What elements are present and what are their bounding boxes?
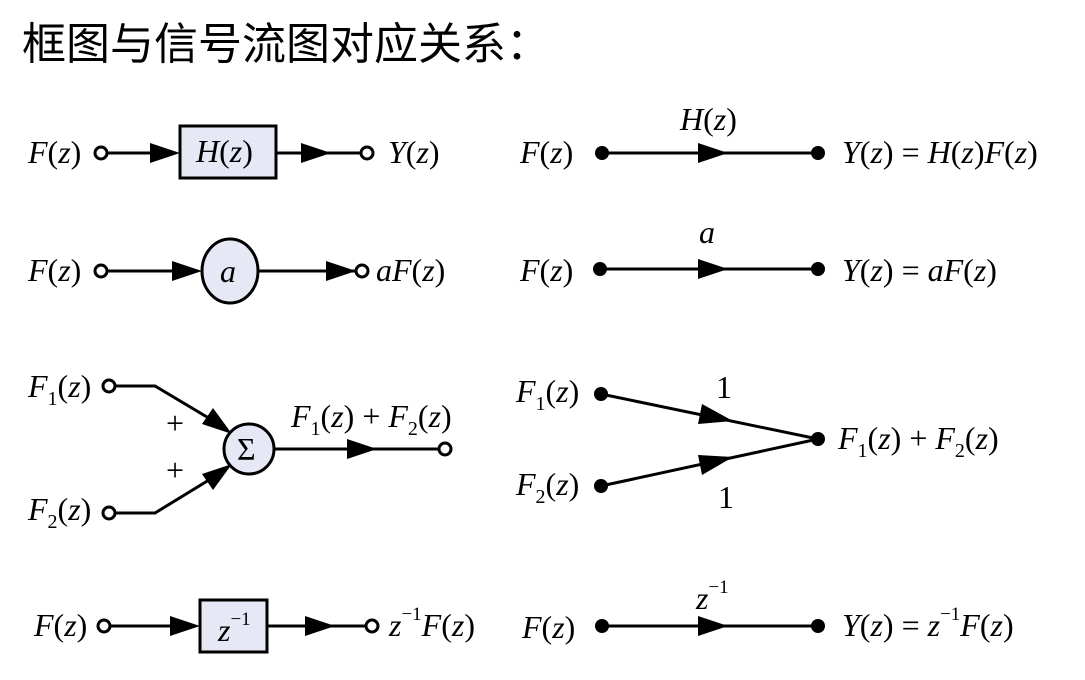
row-3-sfg-arrow-1 [698, 404, 733, 424]
row-2-block-out-arrow [326, 261, 356, 281]
row-3-sfg-output-label: F1(z) + F2(z) [837, 420, 999, 462]
row-1-sfg-input-label: F(z) [519, 134, 573, 170]
row-1-sfg-output-label: Y(z) = H(z)F(z) [842, 134, 1038, 170]
row-2-sfg-input-label: F(z) [519, 252, 573, 288]
row-3-block-input-2-label: F2(z) [27, 491, 91, 533]
row-4-block-out-arrow [305, 616, 335, 636]
row-3-block-diagram: F1(z) + F2(z) + Σ F1(z) + F2(z) [27, 368, 453, 533]
row-3-block-input-1-port [101, 378, 117, 394]
row-4-sfg-arrow [698, 616, 728, 636]
row-4-block-output-label: z−1F(z) [388, 604, 475, 643]
row-3-block-in-2-arrow [202, 464, 232, 490]
row-4-block-input-port [96, 618, 112, 634]
row-4-sfg-input-label: F(z) [521, 609, 575, 645]
row-3-sfg-arrow-2 [698, 455, 733, 475]
row-1-block-output-label: Y(z) [388, 134, 440, 170]
row-2-sfg-gain-label: a [699, 214, 715, 250]
row-1-block-diagram: F(z) H(z) Y(z) [27, 124, 440, 180]
row-4-sfg-output-label: Y(z) = z−1F(z) [842, 604, 1014, 643]
row-3-signal-flow: F1(z) 1 F2(z) 1 F1(z) + F2(z) [515, 369, 999, 515]
row-4-signal-flow: F(z) z−1 Y(z) = z−1F(z) [521, 577, 1014, 645]
row-4-sfg-output-node [811, 619, 825, 633]
row-1-transfer-block [178, 124, 278, 180]
row-3-block-out-arrow [347, 439, 377, 459]
row-3-block-sign-1: + [166, 405, 184, 441]
row-2-sfg-output-label: Y(z) = aF(z) [842, 252, 997, 288]
row-1-block-output-port [359, 145, 375, 161]
row-2-sfg-output-node [811, 262, 825, 276]
row-1-block-input-port [93, 145, 109, 161]
row-1-signal-flow: F(z) H(z) Y(z) = H(z)F(z) [519, 101, 1038, 170]
row-3-block-input-1-label: F1(z) [27, 368, 91, 410]
row-1-sfg-gain-label: H(z) [679, 101, 737, 137]
row-3-block-in-2-line [115, 470, 223, 515]
page-title: 框图与信号流图对应关系： [22, 19, 550, 70]
row-1-block-input-label: F(z) [27, 134, 81, 170]
row-3-sfg-output-node [811, 432, 825, 446]
row-3-block-in-1-line [115, 384, 223, 428]
row-4-sfg-gain-label: z−1 [695, 577, 729, 616]
row-2-block-output-port [354, 263, 370, 279]
row-3-block-element-label: Σ [237, 431, 256, 467]
row-3-block-input-2-port [101, 505, 117, 521]
row-4-block-in-arrow [170, 616, 200, 636]
row-4-block-output-port [364, 618, 380, 634]
row-3-sfg-gain-2-label: 1 [718, 479, 734, 515]
row-2-block-output-label: aF(z) [376, 252, 445, 288]
row-2-signal-flow: F(z) a Y(z) = aF(z) [519, 214, 997, 288]
row-1-block-element-label: H(z) [195, 133, 253, 169]
row-1-sfg-output-node [811, 146, 825, 160]
row-3-sfg-gain-1-label: 1 [716, 369, 732, 405]
row-3-block-sign-2: + [166, 452, 184, 488]
row-4-block-diagram: F(z) z−1 z−1F(z) [33, 598, 475, 654]
row-2-block-in-arrow [172, 261, 202, 281]
row-3-block-output-label: F1(z) + F2(z) [290, 398, 452, 440]
row-2-block-input-label: F(z) [27, 252, 81, 288]
row-2-block-element-label: a [220, 253, 236, 289]
row-3-block-output-port [437, 441, 453, 457]
row-3-sfg-input-2-label: F2(z) [515, 466, 579, 508]
row-3-block-in-1-arrow [202, 408, 232, 434]
row-2-block-input-port [93, 263, 109, 279]
row-1-block-out-arrow [301, 143, 331, 163]
row-2-block-diagram: F(z) a aF(z) [27, 237, 445, 305]
row-4-block-input-label: F(z) [33, 607, 87, 643]
row-2-sfg-arrow [698, 259, 728, 279]
row-1-sfg-arrow [698, 143, 728, 163]
row-1-block-in-arrow [150, 143, 180, 163]
row-3-sfg-input-1-label: F1(z) [515, 373, 579, 415]
